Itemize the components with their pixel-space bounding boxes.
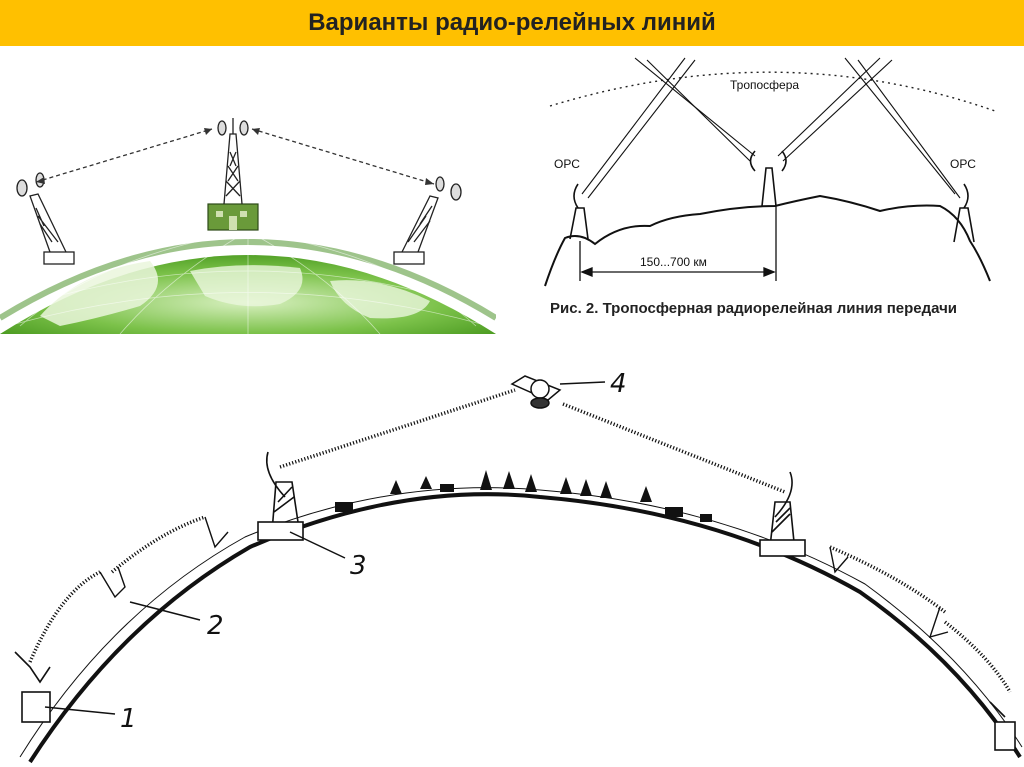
terminal-station-right [989,701,1016,751]
terrain-profile [544,194,991,287]
relay-tower [257,451,304,541]
ors-label-right: ОРС [950,157,976,171]
ors-label-left: ОРС [554,157,580,171]
label-3: 3 [350,551,367,581]
center-tower [217,118,249,205]
ors-station-right [953,183,975,243]
left-tower [16,172,75,265]
distance-label: 150...700 км [640,255,707,269]
hatched-beam [28,388,1012,693]
label-2: 2 [207,611,224,641]
continent-shape [40,261,158,326]
satellite-relay-diagram: 1 2 3 4 [0,362,1024,767]
ors-station-left [569,183,589,240]
relay-tower [759,471,806,557]
satellite [510,375,562,409]
troposphere-boundary [549,71,996,112]
continent-shape [330,280,430,319]
right-tower [393,176,462,265]
small-relay-tower [99,516,949,639]
figure-caption: Рис. 2. Тропосферная радиорелейная линия… [550,300,957,317]
radio-link [35,128,435,185]
earth-surface [28,492,1022,764]
continent-shape [190,265,303,307]
beam [581,57,961,199]
troposcatter-diagram: Тропосфера ОРС ОРС 150...700 км Рис. 2. … [540,56,1010,326]
distance-marker [579,206,777,281]
page-title: Варианты радио-релейных линий [308,9,716,36]
troposphere-label: Тропосфера [730,78,799,92]
landscape-trees [335,470,712,522]
relay-station-middle [749,150,787,207]
label-leader [44,531,346,715]
earth-relay-illustration [0,56,496,334]
label-1: 1 [120,704,137,734]
label-4: 4 [610,369,627,399]
title-bar: Варианты радио-релейных линий [0,0,1024,46]
